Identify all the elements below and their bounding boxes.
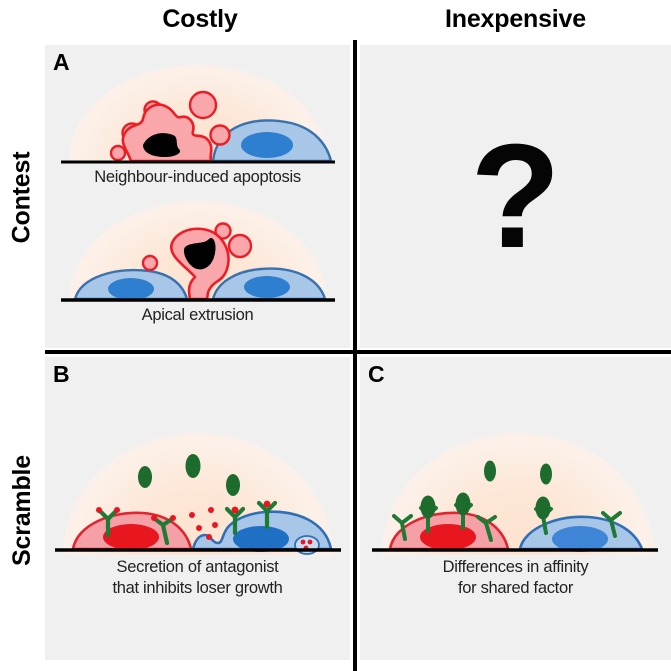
question-mark-icon: ? — [470, 113, 561, 279]
extrusion-illustration — [61, 222, 335, 302]
receptor-icon — [392, 514, 413, 541]
row-label-scramble: Scramble — [0, 360, 44, 660]
antagonist-particle-icon — [196, 525, 202, 531]
receptor-icon — [476, 515, 497, 542]
receptor-icon — [224, 506, 246, 536]
bleb-icon — [227, 233, 253, 259]
receptor-icon — [601, 511, 622, 538]
loser-cell-nucleus — [552, 526, 608, 552]
bleb-icon — [209, 124, 231, 146]
scene-caption-extrusion: Apical extrusion — [141, 306, 254, 324]
scene-antagonist-secretion: Secretion of antagonist that inhibits lo… — [45, 415, 350, 605]
growth-factor-icon — [455, 492, 471, 516]
growth-factor-icon — [226, 474, 240, 496]
row-label-contest: Contest — [0, 45, 44, 350]
scene-caption-apoptosis: Neighbour-induced apoptosis — [94, 168, 301, 186]
panel-a-letter: A — [53, 49, 70, 75]
growth-factor-icon — [138, 466, 152, 488]
apoptotic-nucleus — [183, 237, 216, 270]
scene-caption-antagonist-line2: that inhibits loser growth — [112, 579, 283, 597]
panel-c-letter: C — [368, 361, 385, 387]
loser-cell-nucleus — [233, 526, 289, 552]
antagonist-particle-icon — [300, 539, 306, 545]
receptor-icon — [256, 500, 278, 530]
antagonist-particle-icon — [208, 507, 214, 513]
panel-a: A Neighbour-induced apopt — [45, 45, 350, 348]
scene-caption-affinity-line2: for shared factor — [457, 579, 574, 597]
column-header-inexpensive: Inexpensive — [445, 5, 586, 33]
apoptosis-illustration — [61, 90, 335, 164]
scene-caption-antagonist-line1: Secretion of antagonist — [116, 558, 279, 576]
winner-cell-nucleus — [244, 276, 290, 298]
receptor-icon-bound — [419, 495, 438, 533]
scene-affinity-differences: Differences in affinity for shared facto… — [360, 415, 671, 605]
winner-cell-nucleus-red — [103, 524, 159, 550]
row-label-scramble-text: Scramble — [7, 454, 36, 566]
antagonist-particle-icon — [212, 522, 218, 528]
receptor-icon — [96, 507, 120, 538]
winner-cell-nucleus — [108, 278, 154, 300]
bleb-icon — [109, 144, 127, 162]
horizontal-divider — [45, 350, 671, 354]
bleb-icon — [214, 222, 232, 240]
bleb-icon — [141, 254, 159, 272]
growth-factor-icon — [484, 460, 496, 482]
antagonist-particle-icon — [206, 534, 212, 540]
panel-contest-inexpensive: ? — [360, 45, 671, 348]
panel-b: B — [45, 357, 350, 660]
growth-factor-icon — [535, 496, 551, 520]
winner-cell-nucleus — [241, 132, 293, 158]
apoptotic-nucleus — [143, 133, 181, 157]
vertical-divider — [353, 40, 357, 671]
affinity-illustration — [372, 460, 658, 552]
column-header-costly: Costly — [162, 5, 238, 33]
growth-factor-icon — [420, 495, 436, 519]
panel-c: C — [360, 357, 671, 660]
growth-factor-icon — [185, 454, 201, 478]
antagonist-particle-icon — [307, 539, 313, 545]
receptor-icon-bound — [534, 496, 553, 535]
scene-caption-affinity-line1: Differences in affinity — [442, 558, 589, 576]
scene-apical-extrusion: Apical extrusion — [45, 195, 350, 343]
bleb-icon — [188, 90, 218, 120]
panel-b-letter: B — [53, 361, 70, 387]
antagonist-illustration — [55, 454, 341, 555]
growth-factor-icon — [540, 463, 552, 485]
antagonist-particle-icon — [189, 512, 195, 518]
receptor-icon — [151, 515, 176, 546]
winner-cell-nucleus-red — [420, 524, 476, 550]
receptor-icon-bound — [454, 492, 473, 530]
scene-neighbour-induced-apoptosis: Neighbour-induced apoptosis — [45, 53, 350, 193]
row-label-contest-text: Contest — [7, 151, 36, 244]
